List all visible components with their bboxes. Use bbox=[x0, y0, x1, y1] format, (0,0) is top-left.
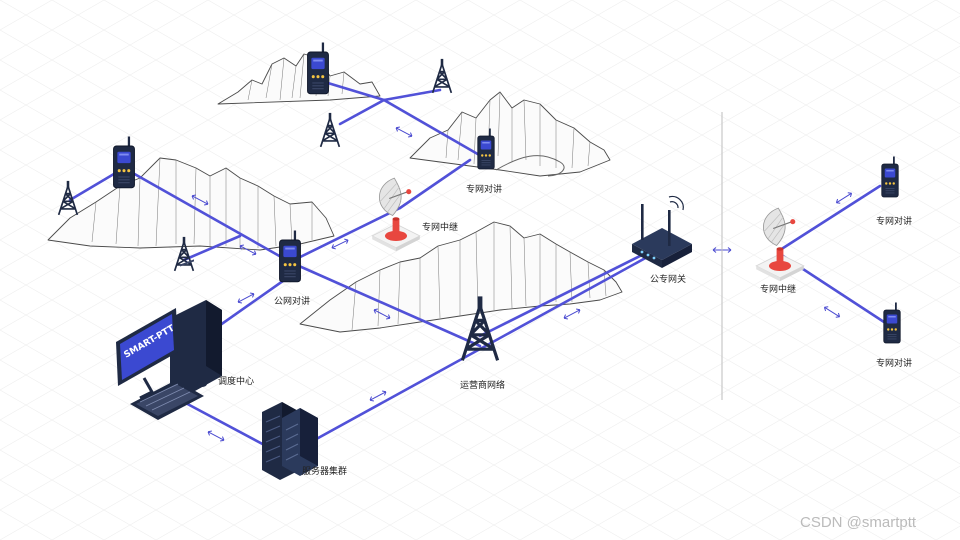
label-gateway: 公专网关 bbox=[650, 273, 686, 285]
router-icon bbox=[632, 195, 692, 268]
label-private-relay-right: 专网中继 bbox=[760, 283, 796, 295]
label-operator-network: 运营商网络 bbox=[460, 379, 505, 391]
label-dispatch-center: 调度中心 bbox=[218, 375, 254, 387]
watermark: CSDN @smartptt bbox=[800, 514, 917, 531]
computer-icon: SMART-PTT bbox=[116, 259, 222, 420]
label-private-radio-right-bottom: 专网对讲 bbox=[876, 357, 912, 369]
label-public-radio: 公网对讲 bbox=[274, 295, 310, 307]
server-rack-icon bbox=[262, 402, 318, 480]
label-private-radio-top: 专网对讲 bbox=[466, 183, 502, 195]
mountain-top-right bbox=[409, 91, 611, 177]
label-private-relay-left: 专网中继 bbox=[422, 221, 458, 233]
label-private-radio-right-top: 专网对讲 bbox=[876, 215, 912, 227]
label-server-cluster: 服务器集群 bbox=[302, 465, 347, 477]
node-labels: 专网对讲 专网中继 公网对讲 调度中心 运营商网络 公专网关 服务器集群 专网中… bbox=[218, 183, 912, 477]
